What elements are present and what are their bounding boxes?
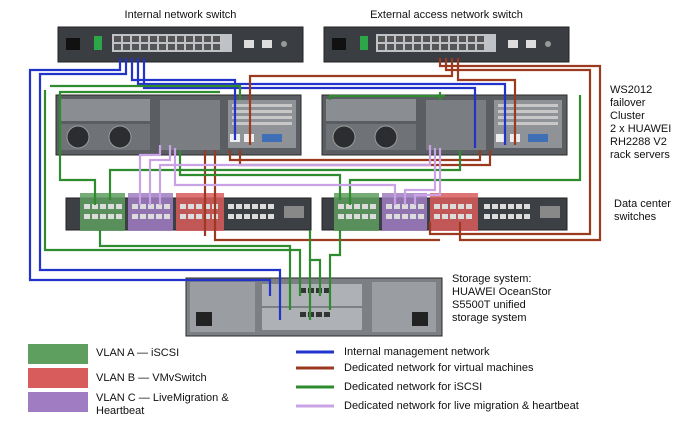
rack-server-left	[55, 94, 302, 156]
label-cluster-line: RH2288 V2	[610, 136, 667, 148]
legend-label-vm-network: Dedicated network for virtual machines	[344, 362, 534, 374]
label-dc-switches: Data center switches	[614, 198, 671, 224]
external-access-network-switch	[323, 26, 570, 63]
dc-switch-right	[321, 193, 568, 231]
legend-label-vlan-c-line: VLAN C — LiveMigration &	[96, 392, 229, 404]
legend-label-vlan-c: VLAN C — LiveMigration & Heartbeat	[96, 392, 229, 418]
legend-label-vlan-c-line: Heartbeat	[96, 405, 145, 417]
legend-swatch-vlan-a	[28, 344, 88, 364]
legend-label-management: Internal management network	[344, 346, 490, 358]
legend-label-live-migration: Dedicated network for live migration & h…	[344, 400, 579, 412]
cables-vm-network	[203, 58, 602, 242]
label-dc-line: Data center	[614, 198, 671, 210]
label-cluster-line: WS2012	[610, 84, 653, 96]
legend-label-iscsi: Dedicated network for iSCSI	[344, 381, 483, 393]
label-storage-line: Storage system:	[452, 273, 532, 285]
label-storage-line: HUAWEI OceanStor	[452, 286, 552, 298]
label-cluster: WS2012 failover Cluster 2 x HUAWEI RH228…	[610, 84, 671, 162]
label-cluster-line: failover	[610, 97, 646, 109]
legend-swatch-vlan-b	[28, 368, 88, 388]
legend-label-vlan-a: VLAN A — iSCSI	[96, 347, 180, 359]
dc-switch-left	[65, 193, 312, 231]
cables-live-migration	[138, 145, 442, 205]
storage-system	[185, 277, 443, 337]
rack-server-right	[321, 94, 568, 156]
label-cluster-line: Cluster	[610, 110, 645, 122]
label-cluster-line: 2 x HUAWEI	[610, 123, 672, 135]
legend-label-vlan-b: VLAN B — VMvSwitch	[96, 372, 207, 384]
label-storage-line: storage system	[452, 312, 527, 324]
label-dc-line: switches	[614, 211, 657, 223]
label-storage: Storage system: HUAWEI OceanStor S5500T …	[452, 273, 551, 325]
cables-iscsi	[43, 84, 582, 320]
internal-network-switch	[57, 26, 304, 63]
legend-swatch-vlan-c	[28, 392, 88, 412]
label-cluster-line: rack servers	[610, 149, 670, 161]
cables-management	[28, 58, 507, 320]
label-storage-line: S5500T unified	[452, 299, 526, 311]
label-external-switch: External access network switch	[370, 9, 523, 21]
label-internal-switch: Internal network switch	[124, 9, 237, 21]
legend-line-keys	[296, 350, 334, 408]
